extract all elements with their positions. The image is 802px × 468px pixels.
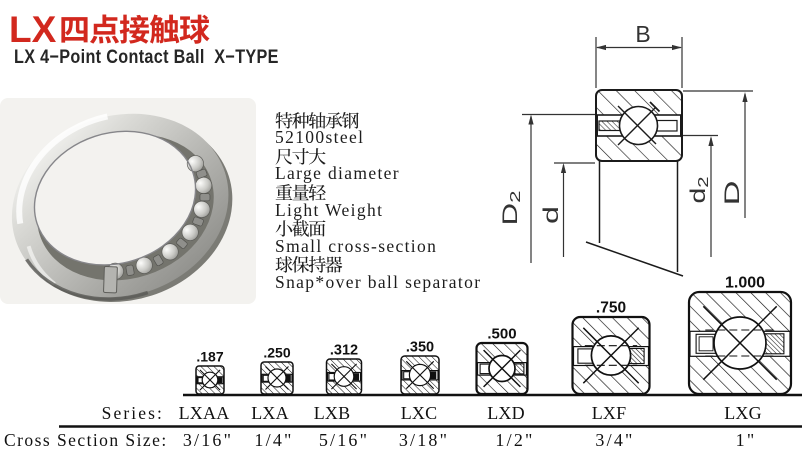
- svg-text:d: d: [540, 206, 563, 224]
- svg-text:B: B: [635, 21, 650, 47]
- svg-text:.350: .350: [406, 340, 434, 356]
- svg-text:d2: d2: [687, 177, 712, 204]
- svg-text:1.000: 1.000: [725, 275, 765, 292]
- svg-text:D: D: [721, 181, 744, 206]
- svg-text:.500: .500: [487, 326, 516, 343]
- svg-text:.750: .750: [596, 300, 626, 317]
- svg-text:.312: .312: [330, 343, 358, 359]
- svg-text:D2: D2: [499, 191, 524, 226]
- svg-text:.187: .187: [196, 349, 223, 365]
- svg-text:.250: .250: [263, 345, 290, 361]
